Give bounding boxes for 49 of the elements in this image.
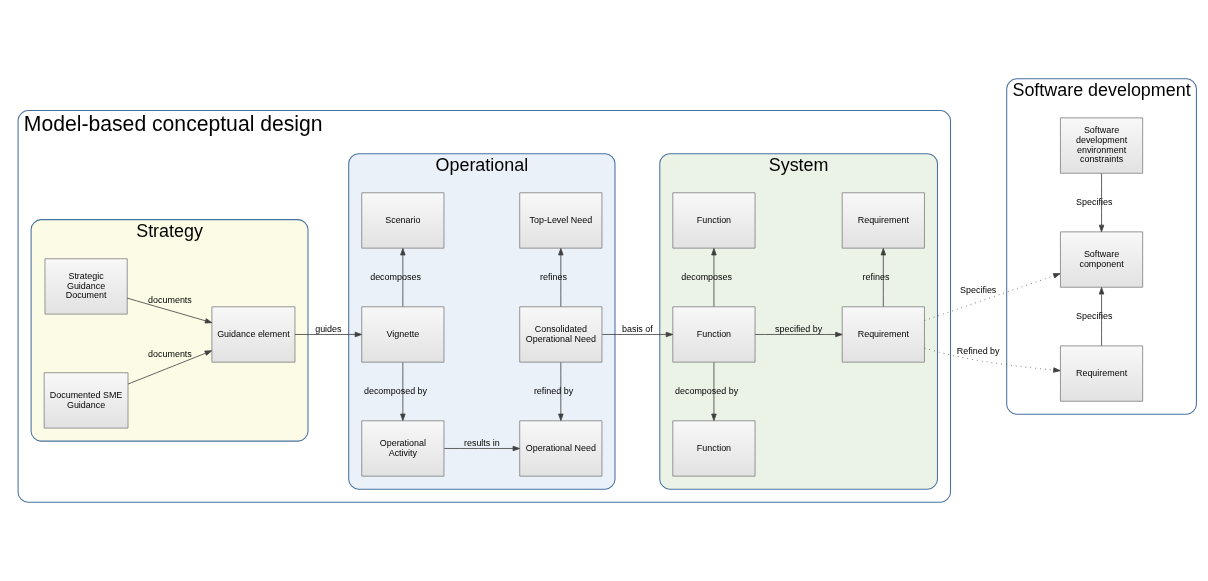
node-box: Software component [1060, 231, 1144, 288]
edge-label: guides [315, 323, 342, 334]
edge-label: decomposes [681, 271, 732, 282]
node-box: Function [672, 306, 756, 363]
edge-label: decomposed by [675, 385, 739, 396]
arrow [558, 362, 564, 421]
edge-label: specified by [775, 323, 823, 334]
edge-label: basis of [621, 323, 653, 334]
arrow [1098, 287, 1105, 347]
node-box: Scenario [361, 192, 445, 249]
node-box: Requirement [1060, 345, 1144, 402]
arrow [924, 347, 1061, 373]
node-box: Requirement [841, 192, 925, 249]
node-box: Software development environment constraints [1060, 117, 1144, 174]
arrow [443, 445, 520, 452]
edge-label: results in [463, 437, 500, 448]
arrow [400, 248, 406, 307]
edge-label: Specifies [960, 284, 997, 295]
edge-label: documents [148, 294, 192, 305]
node-box: Vignette [361, 306, 445, 363]
node-box: Requirement [841, 306, 925, 363]
edge-label: refined by [533, 385, 574, 396]
arrow [400, 362, 406, 421]
edge-label: documents [148, 349, 192, 360]
node-box: Guidance element [211, 306, 296, 363]
arrow [924, 273, 1061, 321]
arrow [711, 362, 717, 421]
arrow [754, 331, 843, 338]
arrow [127, 350, 213, 385]
node-box: Function [672, 420, 756, 477]
arrow [294, 331, 363, 338]
edge-label: refines [540, 271, 567, 282]
node-box: Documented SME Guidance [43, 372, 129, 429]
edge-label: decomposed by [363, 385, 428, 396]
arrow [558, 248, 564, 307]
arrow [601, 331, 674, 338]
node-box: Operational Need [519, 420, 603, 477]
node-box: Consolidated Operational Need [519, 306, 603, 363]
edge-label: decomposes [370, 271, 421, 282]
node-box: Operational Activity [361, 420, 445, 477]
node-box: Top-Level Need [519, 192, 603, 249]
edge-label: Refined by [956, 345, 1000, 356]
node-box: Strategic Guidance Document [44, 258, 128, 315]
edge-label: refines [862, 271, 890, 282]
arrow [1098, 173, 1105, 233]
arrow [126, 297, 213, 324]
arrow [880, 248, 886, 307]
arrow [711, 248, 717, 307]
node-box: Function [672, 192, 756, 249]
